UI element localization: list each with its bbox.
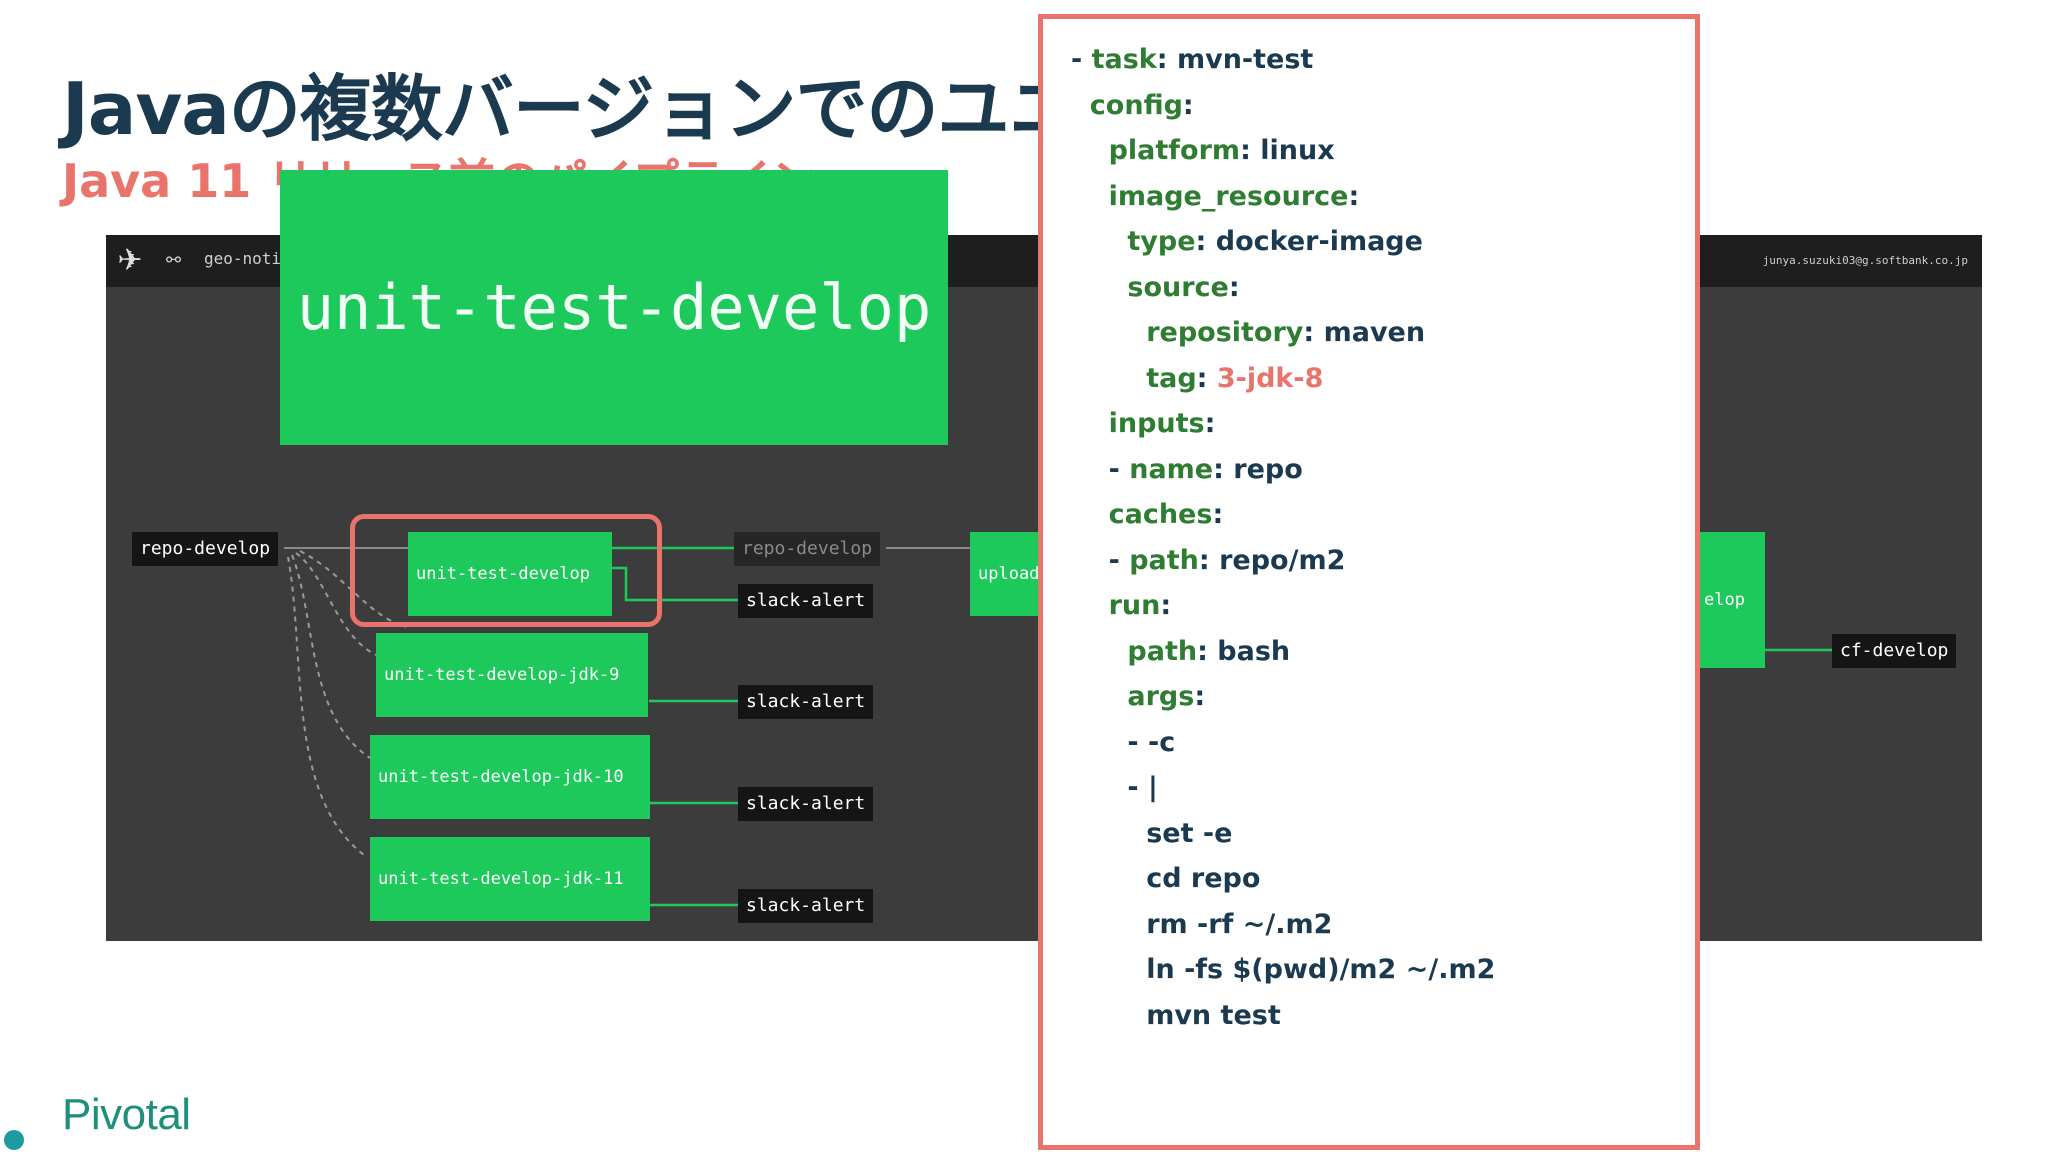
- task-yaml-panel: - task: mvn-test config: platform: linux…: [1038, 14, 1700, 1150]
- resource-repo-develop[interactable]: repo-develop: [132, 532, 279, 566]
- pivotal-logo: Pivotal: [62, 1090, 191, 1139]
- resource-slack-alert-1[interactable]: slack-alert: [738, 584, 874, 618]
- highlight-frame: [350, 514, 662, 627]
- job-unit-test-develop-jdk-10[interactable]: unit-test-develop-jdk-10: [370, 735, 650, 819]
- job-unit-test-develop[interactable]: unit-test-develop: [408, 532, 612, 616]
- connector-unit-slack: [611, 566, 738, 602]
- connector-dash-jdk10: [291, 554, 371, 759]
- concourse-logo-icon[interactable]: ✈: [117, 243, 143, 278]
- task-yaml-code: - task: mvn-test config: platform: linux…: [1071, 44, 1496, 1031]
- zoomed-job-label: unit-test-develop: [296, 271, 932, 344]
- corner-dot: [4, 1130, 24, 1150]
- pipeline-icon: ⚯: [166, 250, 182, 271]
- job-deploy-develop[interactable]: elop: [1696, 532, 1765, 668]
- user-email[interactable]: junya.suzuki03@g.softbank.co.jp: [1762, 254, 1968, 267]
- job-unit-test-develop-jdk-9[interactable]: unit-test-develop-jdk-9: [376, 633, 648, 717]
- pipeline-connectors: [284, 546, 1832, 907]
- resource-cf-develop[interactable]: cf-develop: [1832, 634, 1957, 668]
- resource-repo-develop-out[interactable]: repo-develop: [734, 532, 881, 566]
- resource-slack-alert-4[interactable]: slack-alert: [738, 889, 874, 923]
- zoomed-job-callout: unit-test-develop: [280, 170, 948, 445]
- resource-slack-alert-2[interactable]: slack-alert: [738, 685, 874, 719]
- pipeline-name[interactable]: geo-noti: [204, 249, 282, 268]
- connector-dash-jdk9: [295, 552, 377, 656]
- job-unit-test-develop-jdk-11[interactable]: unit-test-develop-jdk-11: [370, 837, 650, 921]
- resource-slack-alert-3[interactable]: slack-alert: [738, 787, 874, 821]
- connector-dash-jdk11: [287, 556, 365, 856]
- slide-title: Javaの複数バージョンでのユニッ: [62, 67, 1151, 151]
